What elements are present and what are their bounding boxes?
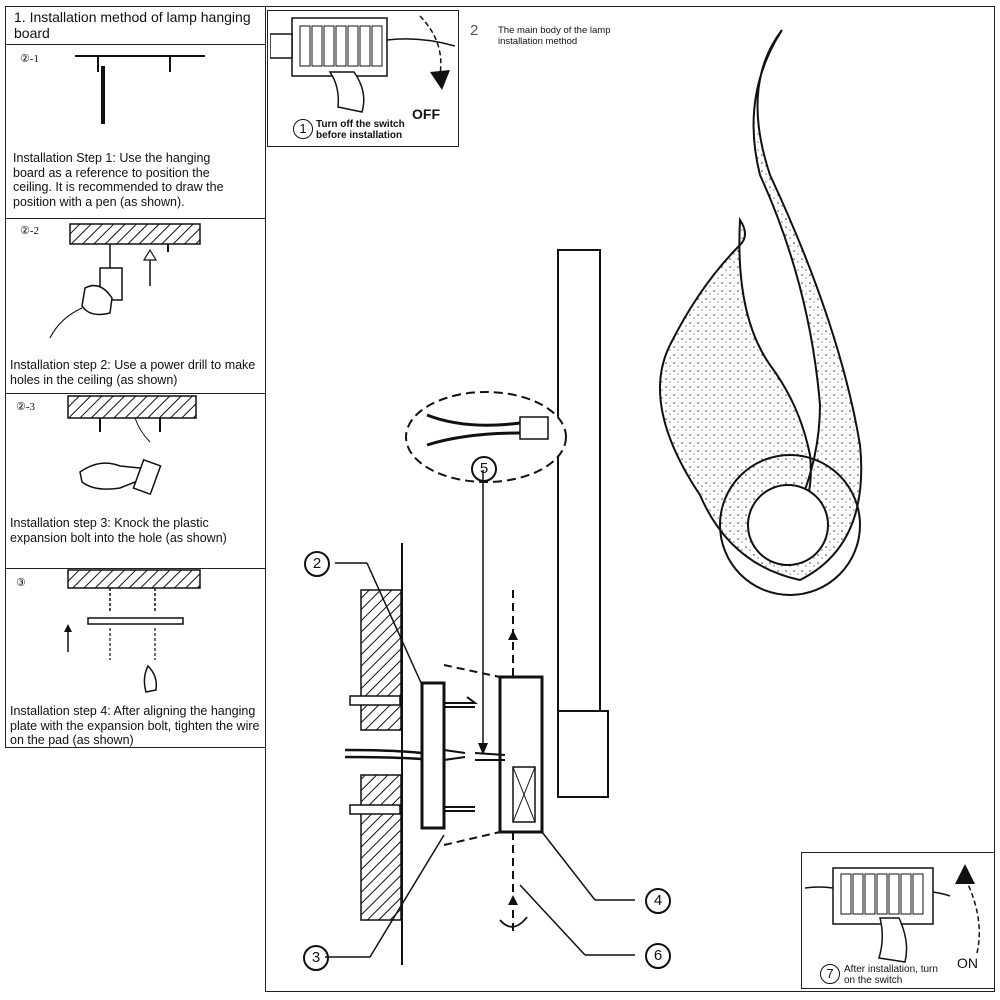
wiring-diagram	[325, 249, 635, 965]
divider	[5, 44, 267, 45]
main-title: The main body of the lamp installation m…	[498, 25, 611, 47]
callout-4: 4	[645, 888, 671, 914]
left-panel-title: 1. Installation method of lamp hanging b…	[14, 9, 251, 41]
step-4-tag: ③	[16, 577, 26, 589]
off-step-number: 1	[293, 119, 313, 139]
step-2-tag: ②-2	[20, 225, 40, 237]
on-label: ON	[957, 955, 978, 971]
callout-2: 2	[304, 551, 330, 577]
callout-5: 5	[471, 456, 497, 482]
off-label: OFF	[412, 106, 440, 122]
step-4-illustration	[64, 569, 201, 693]
on-step-number: 7	[820, 964, 840, 984]
step-3-tag: ②-3	[16, 401, 36, 413]
step-1-text: Installation Step 1: Use the hanging boa…	[13, 151, 224, 209]
step-1-illustration	[75, 55, 205, 124]
breaker-on-illustration	[805, 864, 980, 963]
divider	[5, 218, 267, 219]
breaker-off-illustration	[270, 15, 455, 113]
main-step-number: 2	[470, 22, 479, 39]
step-3-text: Installation step 3: Knock the plastic e…	[10, 516, 227, 545]
step-2-text: Installation step 2: Use a power drill t…	[10, 358, 256, 387]
callout-3: 3	[303, 945, 329, 971]
callout-6: 6	[645, 943, 671, 969]
step-2-illustration	[49, 223, 201, 339]
divider	[5, 393, 267, 394]
step-3-illustration	[67, 395, 197, 496]
step-4-text: Installation step 4: After aligning the …	[10, 704, 260, 747]
off-step-text: Turn off the switch before installation	[316, 119, 405, 141]
step-1-tag: ②-1	[20, 53, 40, 65]
divider	[5, 568, 267, 569]
on-step-text: After installation, turn on the switch	[844, 964, 938, 986]
lamp-body-illustration	[659, 29, 863, 596]
